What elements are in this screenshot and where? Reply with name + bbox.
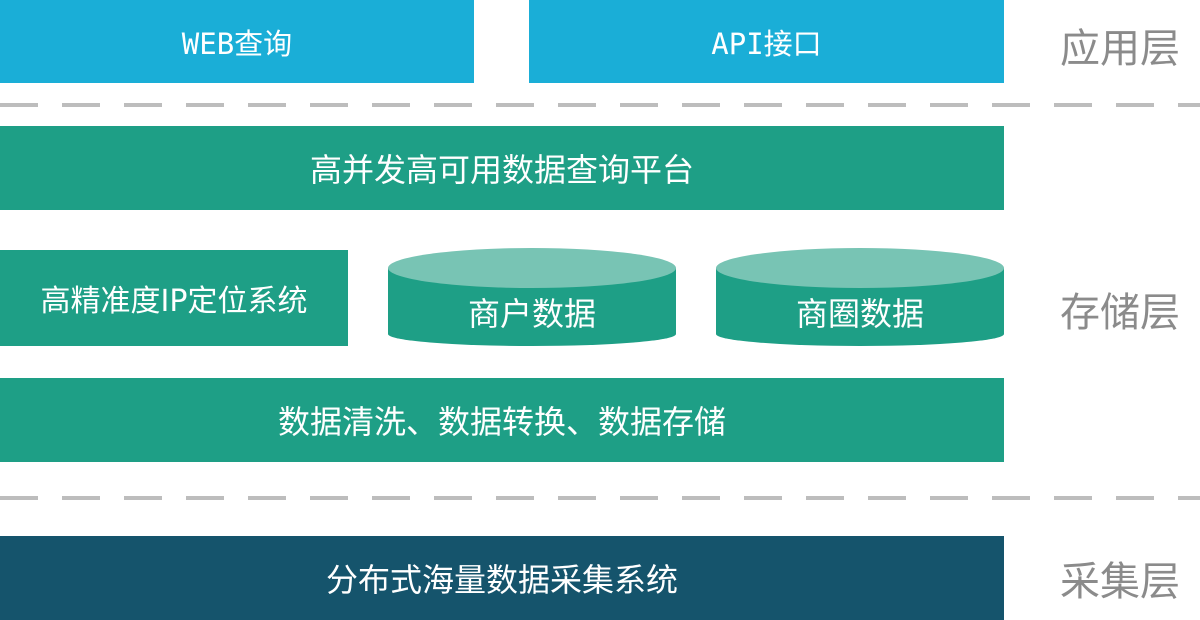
merchant-data-cylinder: 商户数据: [388, 248, 676, 346]
query-platform-box: 高并发高可用数据查询平台: [0, 126, 1004, 210]
data-processing-label: 数据清洗、数据转换、数据存储: [277, 403, 726, 441]
storage-layer-label: 存储层: [1060, 290, 1180, 336]
collection-system-box: 分布式海量数据采集系统: [0, 536, 1004, 620]
web-query-box: WEB查询: [0, 0, 474, 83]
web-query-label: WEB查询: [181, 26, 293, 61]
collection-layer-label: 采集层: [1060, 559, 1180, 605]
api-interface-label: API接口: [711, 26, 822, 61]
api-interface-box: API接口: [529, 0, 1004, 83]
storage-collection-divider: [0, 496, 1200, 500]
merchant-data-label: 商户数据: [467, 295, 596, 333]
business-district-data-cylinder: 商圈数据: [716, 248, 1004, 346]
database-cylinder-icon: [388, 248, 676, 346]
ip-location-system-label: 高精准度IP定位系统: [40, 284, 308, 319]
app-layer-label: 应用层: [1060, 26, 1180, 72]
collection-system-label: 分布式海量数据采集系统: [325, 561, 678, 599]
query-platform-label: 高并发高可用数据查询平台: [309, 151, 694, 189]
ip-location-system-box: 高精准度IP定位系统: [0, 250, 348, 346]
database-cylinder-icon: [716, 248, 1004, 346]
data-processing-box: 数据清洗、数据转换、数据存储: [0, 378, 1004, 462]
app-storage-divider: [0, 103, 1200, 107]
business-district-data-label: 商圈数据: [795, 295, 924, 333]
